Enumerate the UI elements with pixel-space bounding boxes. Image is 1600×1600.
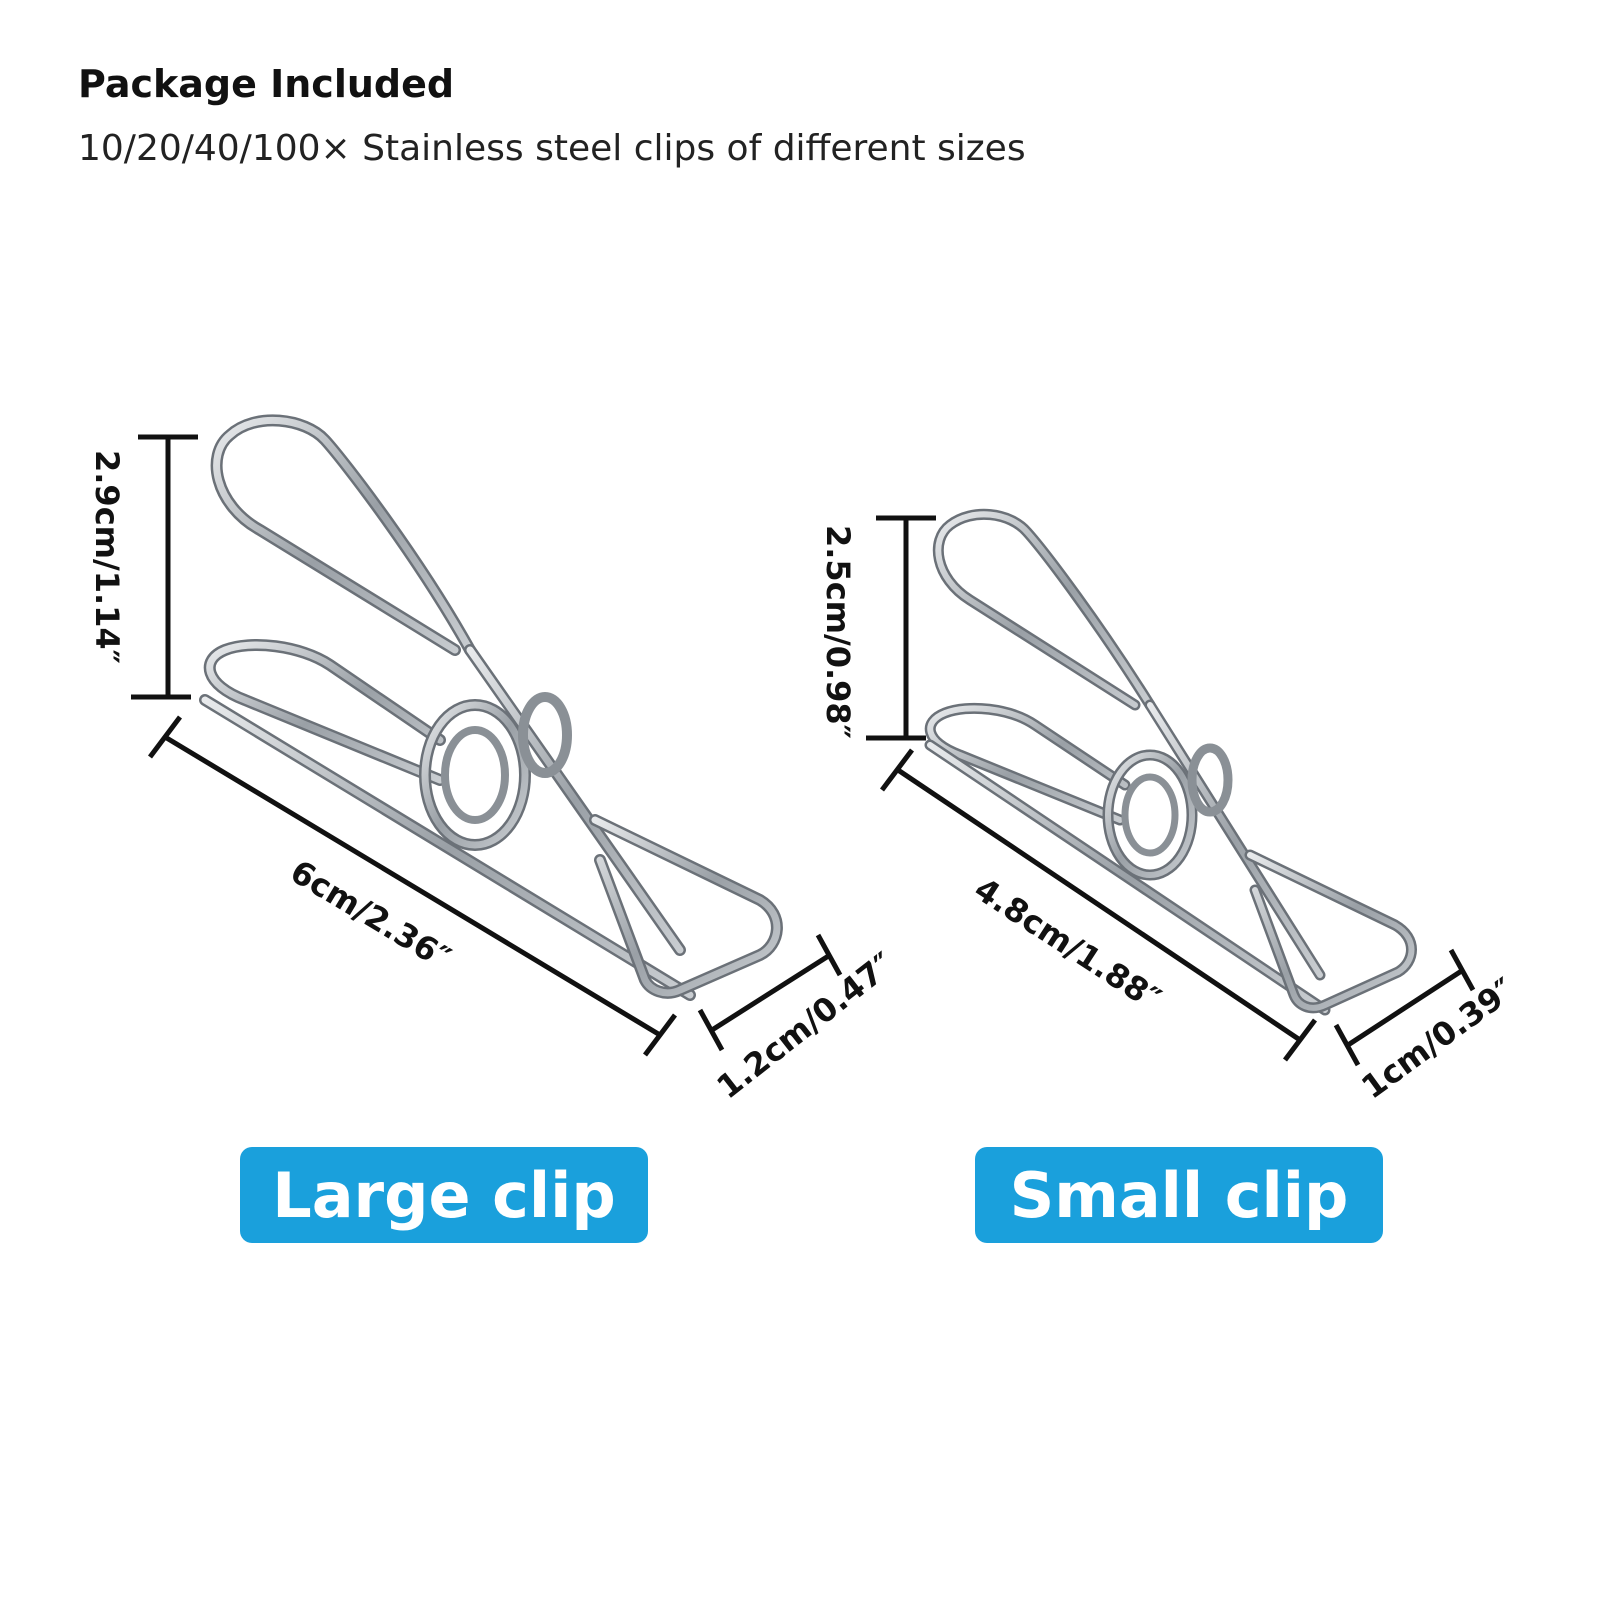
header: Package Included 10/20/40/100× Stainless… — [78, 58, 1026, 174]
small-length-label: 4.8cm/1.88″ — [968, 870, 1168, 1018]
large-clip-illustration — [199, 414, 783, 1001]
large-width-dimension — [697, 933, 843, 1052]
small-clip-illustration — [924, 508, 1417, 1016]
small-clip-badge: Small clip — [975, 1147, 1383, 1243]
small-height-dimension — [866, 515, 936, 741]
large-length-dimension — [148, 715, 677, 1057]
small-length-dimension — [880, 748, 1317, 1062]
small-width-label: 1cm/0.39″ — [1354, 970, 1522, 1106]
large-height-dimension — [131, 434, 198, 700]
small-width-dimension — [1333, 948, 1476, 1067]
large-length-label: 6cm/2.36″ — [284, 852, 457, 977]
large-height-label: 2.9cm/1.14″ — [88, 450, 126, 664]
large-clip-badge: Large clip — [240, 1147, 648, 1243]
small-height-label: 2.5cm/0.98″ — [819, 525, 857, 739]
page-title: Package Included — [78, 62, 455, 106]
page-subtitle: 10/20/40/100× Stainless steel clips of d… — [78, 128, 1026, 169]
